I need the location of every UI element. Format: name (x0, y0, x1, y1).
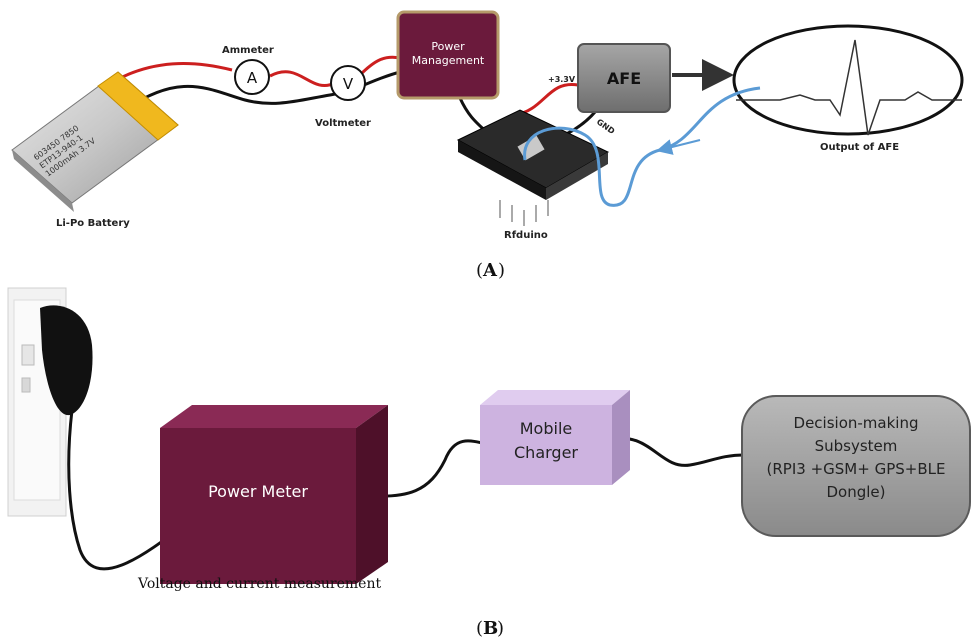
measurement-label: Voltage and current measurement (137, 576, 381, 592)
li-po-battery: 603450 7850 ETP13-940-1 1000mAh 3.7V (11, 71, 179, 212)
decision-line1: Decision-making (794, 414, 919, 432)
ammeter-symbol: A (247, 69, 258, 87)
cable-socket-to-meter (67, 409, 191, 571)
decision-subsystem-box (741, 395, 971, 537)
afe-label: AFE (607, 69, 641, 88)
mobile-charger-cube (480, 390, 630, 485)
ecg-waveform (736, 39, 962, 136)
ammeter-label: Ammeter (222, 45, 274, 56)
caption-a-close: ) (498, 260, 505, 281)
caption-a-open: ( (476, 260, 483, 281)
red-wire-meters (269, 70, 336, 87)
caption-b-letter: B (483, 618, 498, 639)
voltmeter-symbol: V (343, 75, 354, 93)
panel-a: 603450 7850 ETP13-940-1 1000mAh 3.7V Li-… (11, 10, 964, 281)
rfduino-label: Rfduino (504, 230, 548, 241)
voltage-label: +3.3V (548, 75, 576, 84)
gnd-label: GND (595, 117, 617, 136)
cable-meter-to-charger (359, 439, 491, 498)
power-meter-cube (160, 405, 388, 584)
power-management-box (396, 10, 500, 100)
blue-signal-wire (523, 86, 761, 207)
cable-charger-to-decision (609, 436, 746, 467)
wall-socket (7, 287, 93, 517)
output-ellipse (732, 24, 964, 136)
power-management-line2: Management (412, 54, 485, 67)
decision-line2: Subsystem (815, 437, 898, 455)
voltmeter-circle (330, 65, 366, 101)
voltmeter-label: Voltmeter (315, 118, 371, 129)
decision-line3: (RPI3 +GSM+ GPS+BLE (767, 460, 946, 478)
caption-b-open: ( (476, 618, 483, 639)
afe-box (577, 43, 671, 113)
caption-a-letter: A (482, 260, 498, 281)
charger-line2: Charger (514, 443, 578, 462)
battery-label: Li-Po Battery (56, 218, 130, 229)
blue-signal-arrow (656, 139, 701, 155)
red-wire-pm (358, 55, 401, 77)
power-management-line1: Power (431, 40, 465, 53)
decision-line4: Dongle) (826, 483, 885, 501)
charger-line1: Mobile (520, 419, 572, 438)
power-meter-label: Power Meter (208, 482, 308, 501)
panel-b: Power Meter Mobile Charger Decision-maki… (7, 287, 971, 639)
caption-b-close: ) (497, 618, 504, 639)
ammeter-circle (234, 59, 270, 95)
output-label: Output of AFE (820, 142, 899, 153)
